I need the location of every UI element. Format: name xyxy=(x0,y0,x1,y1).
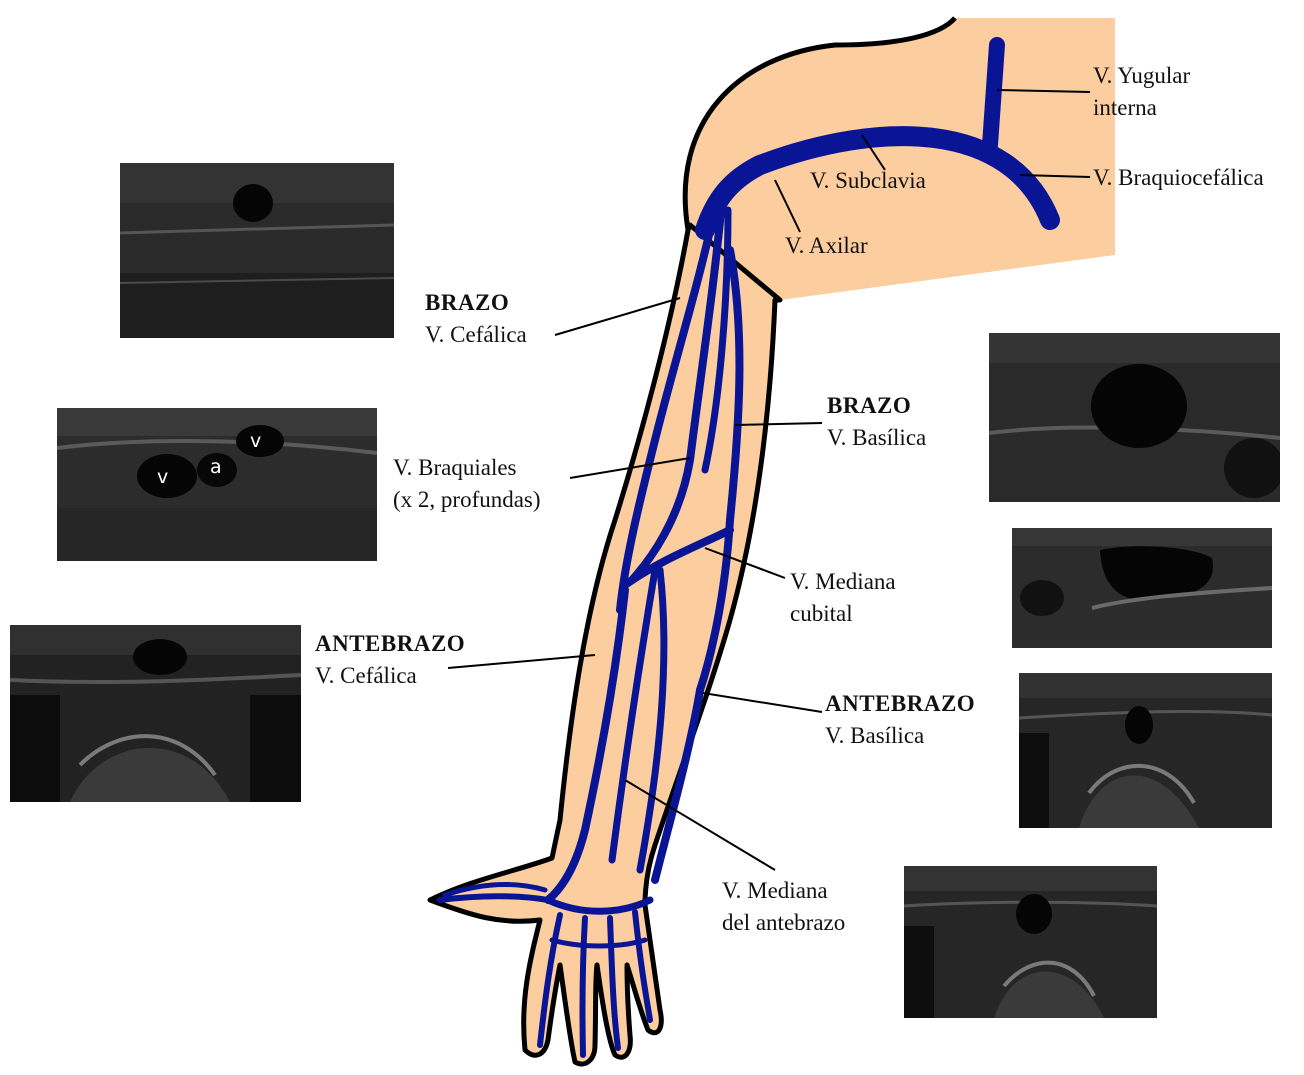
ultrasound-tag-vein-left: v xyxy=(157,466,168,488)
label-brazo-basilica-vein: V. Basílica xyxy=(827,422,926,454)
label-antebrazo-cefalica-region: ANTEBRAZO xyxy=(315,631,465,656)
label-mediana-cubital-line1: V. Mediana xyxy=(790,566,896,598)
label-antebrazo-cefalica: ANTEBRAZO V. Cefálica xyxy=(315,628,465,692)
ultrasound-antebrazo-cefalica xyxy=(10,625,301,802)
vein-finger-2 xyxy=(582,918,585,1055)
ultrasound-brazo-basilica xyxy=(989,333,1280,502)
ultrasound-mediana-cubital xyxy=(1012,528,1272,648)
label-antebrazo-basilica: ANTEBRAZO V. Basílica xyxy=(825,688,975,752)
label-vena-subclavia: V. Subclavia xyxy=(810,165,926,197)
label-mediana-antebrazo-line1: V. Mediana xyxy=(722,875,845,907)
label-brazo-cefalica: BRAZO V. Cefálica xyxy=(425,287,527,351)
leader-brazo-cefalica xyxy=(555,298,680,335)
label-venas-braquiales: V. Braquiales (x 2, profundas) xyxy=(393,452,541,516)
label-yugular-line1: V. Yugular xyxy=(1093,60,1190,92)
label-antebrazo-basilica-region: ANTEBRAZO xyxy=(825,691,975,716)
ultrasound-mediana-antebrazo xyxy=(904,866,1157,1018)
label-antebrazo-basilica-vein: V. Basílica xyxy=(825,720,975,752)
label-braquiales-line1: V. Braquiales xyxy=(393,452,541,484)
ultrasound-tag-vein-right: v xyxy=(250,430,261,452)
label-brazo-basilica-region: BRAZO xyxy=(827,393,911,418)
ultrasound-tag-artery: a xyxy=(210,456,222,478)
ultrasound-antebrazo-basilica xyxy=(1019,673,1272,828)
leader-antebrazo-basilica xyxy=(703,693,822,712)
label-vena-yugular-interna: V. Yugular interna xyxy=(1093,60,1190,124)
vein-yugular xyxy=(990,45,997,145)
ultrasound-braquiales: v a v xyxy=(57,408,377,561)
label-brazo-basilica: BRAZO V. Basílica xyxy=(827,390,926,454)
label-antebrazo-cefalica-vein: V. Cefálica xyxy=(315,660,465,692)
label-braquiales-line2: (x 2, profundas) xyxy=(393,484,541,516)
label-vena-mediana-cubital: V. Mediana cubital xyxy=(790,566,896,630)
label-vena-axilar: V. Axilar xyxy=(785,230,868,262)
label-yugular-line2: interna xyxy=(1093,92,1190,124)
label-vena-braquiocefalica: V. Braquiocefálica xyxy=(1093,162,1264,194)
label-brazo-cefalica-region: BRAZO xyxy=(425,290,509,315)
ultrasound-brazo-cefalica xyxy=(120,163,394,338)
leader-antebrazo-cefalica xyxy=(448,655,595,668)
label-vena-mediana-antebrazo: V. Mediana del antebrazo xyxy=(722,875,845,939)
label-brazo-cefalica-vein: V. Cefálica xyxy=(425,319,527,351)
label-mediana-antebrazo-line2: del antebrazo xyxy=(722,907,845,939)
label-mediana-cubital-line2: cubital xyxy=(790,598,896,630)
